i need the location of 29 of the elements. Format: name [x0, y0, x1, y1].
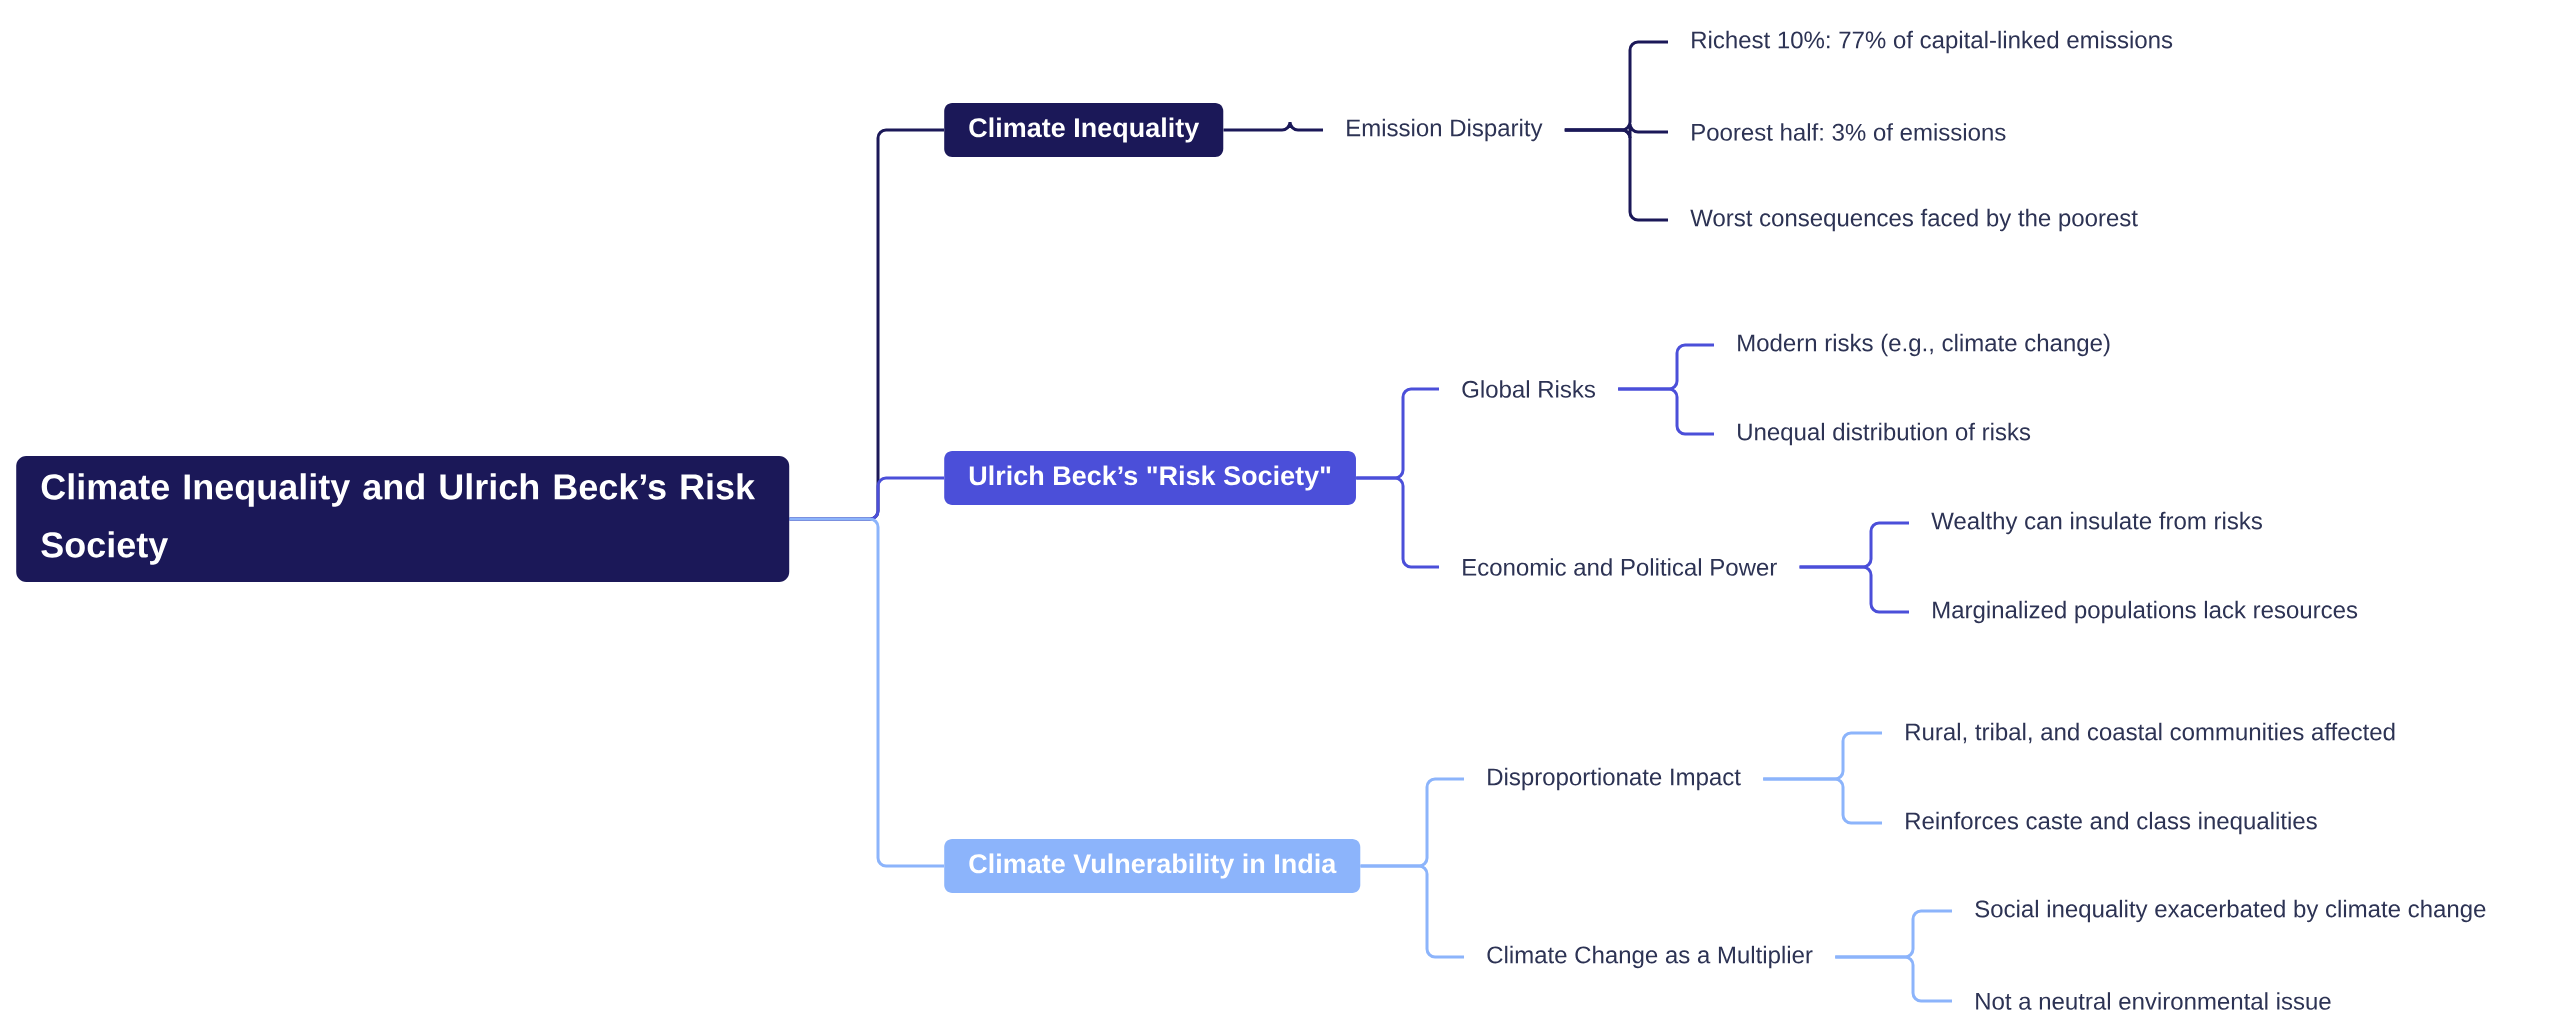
- topic-text: Poorest half: 3% of emissions: [1692, 123, 2006, 141]
- topic-text: Reinforces caste and class inequalities: [1906, 811, 2317, 835]
- connector-line: [1618, 387, 1714, 436]
- connector-line: [1763, 777, 1882, 825]
- topic-text: Social inequality exacerbated by climate change: [1975, 899, 2486, 923]
- topic-text: Wealthy can insulate from risks: [1931, 511, 2262, 535]
- connector-line: [1835, 955, 1952, 1003]
- connector-line: [789, 517, 944, 868]
- topic-text: Economic and Political Power: [1463, 558, 1777, 576]
- topic-text: Unequal distribution of risks: [1738, 422, 2031, 446]
- topic-text: Modern risks (e.g., climate change): [1738, 333, 2110, 357]
- connector-line: [1356, 476, 1439, 569]
- connector-line: [1223, 120, 1323, 132]
- branch-box: Climate Inequality: [944, 103, 1224, 157]
- branch-box: Climate Vulnerability in India: [944, 839, 1361, 893]
- connector-line: [1564, 128, 1668, 222]
- topic-text: Marginalized populations lack resources: [1933, 600, 2358, 624]
- connector-line: [1799, 565, 1909, 614]
- topic-text: Climate Change as a Multiplier: [1487, 945, 1813, 969]
- topic-text: Global Risks: [1462, 380, 1595, 398]
- topic-text: Emission Disparity: [1347, 118, 1543, 142]
- topic-text: Worst consequences faced by the poorest: [1690, 208, 2138, 232]
- connector-line: [1360, 864, 1464, 959]
- topic-text: Disproportionate Impact: [1488, 767, 1741, 791]
- branch-box: Ulrich Beck’s "Risk Society": [944, 451, 1356, 505]
- topic-text: Richest 10%: 77% of capital-linked emissions: [1692, 30, 2173, 54]
- topic-text: Not a neutral environmental issue: [1976, 992, 2331, 1010]
- topic-text: Rural, tribal, and coastal communities affected: [1906, 722, 2395, 744]
- topic-box: Climate Inequality and Ulrich Beck’s Risk Society: [16, 456, 790, 582]
